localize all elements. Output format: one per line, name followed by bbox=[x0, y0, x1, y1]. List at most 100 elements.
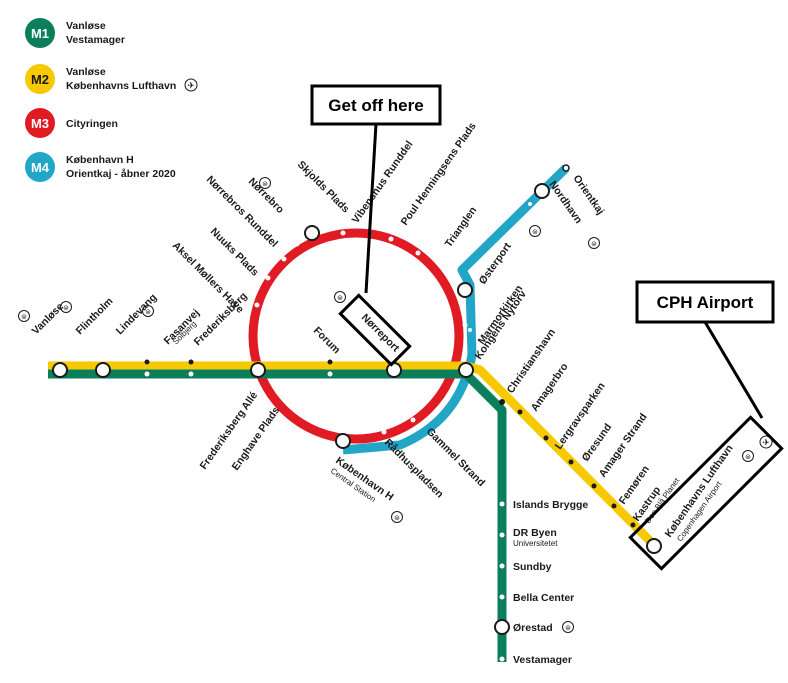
station-forum-dot-2 bbox=[327, 371, 333, 377]
label-flintholm: Flintholm bbox=[74, 295, 116, 337]
label-forum: Forum bbox=[311, 325, 343, 357]
station-vestamager-dot[interactable] bbox=[499, 656, 505, 662]
svg-text:⊜: ⊜ bbox=[337, 294, 343, 302]
station-gammel-strand-dot[interactable] bbox=[410, 417, 416, 423]
label-kongens-nytorv: Kongens Nytorv bbox=[473, 288, 529, 361]
station-orestad-marker[interactable] bbox=[494, 619, 510, 635]
svg-text:⊜: ⊜ bbox=[745, 453, 751, 461]
legend-m4-line2: Orientkaj - åbner 2020 bbox=[66, 168, 176, 180]
station-kobenhavn-h-marker[interactable] bbox=[335, 433, 351, 449]
line-m2 bbox=[48, 361, 659, 550]
station-frederiksberg-marker[interactable] bbox=[250, 362, 266, 378]
svg-text:⊜: ⊜ bbox=[565, 624, 571, 632]
svg-text:M3: M3 bbox=[31, 116, 49, 131]
legend-badge-m3: M3 bbox=[25, 108, 55, 138]
label-amagerbro: Amagerbro bbox=[529, 361, 571, 414]
label-bella-center: Bella Center bbox=[513, 592, 574, 604]
legend-badge-m1: M1 bbox=[25, 18, 55, 48]
legend-badge-m4: M4 bbox=[25, 152, 55, 182]
label-orestad: Ørestad bbox=[513, 622, 553, 634]
station-trianglen-dot[interactable] bbox=[415, 250, 421, 256]
train-icon-nordhavn: ⊜ bbox=[588, 237, 600, 249]
svg-text:M4: M4 bbox=[31, 160, 50, 175]
svg-text:⊜: ⊜ bbox=[63, 304, 69, 312]
airplane-icon-lufthavn: ✈ bbox=[759, 435, 773, 449]
callout-airport-label: CPH Airport bbox=[657, 293, 754, 312]
station-skjolds-plads-marker[interactable] bbox=[304, 225, 320, 241]
station-forum-dot[interactable] bbox=[327, 359, 333, 365]
station-islands-brygge-dot[interactable] bbox=[499, 501, 505, 507]
station-flintholm-marker[interactable] bbox=[95, 362, 111, 378]
station-m4-dot-2 bbox=[528, 202, 532, 206]
callout-get-off-here: Get off here bbox=[310, 84, 442, 367]
station-dots bbox=[144, 202, 636, 662]
station-lindevang-dot-2 bbox=[144, 371, 150, 377]
station-lergravsparken-dot[interactable] bbox=[543, 435, 549, 441]
legend-m3-line1: Cityringen bbox=[66, 118, 118, 130]
train-icon-orestad: ⊜ bbox=[562, 621, 574, 633]
station-amagerbro-dot[interactable] bbox=[517, 409, 523, 415]
station-norrebros-runddel-dot[interactable] bbox=[281, 256, 287, 262]
station-oresund-dot[interactable] bbox=[568, 459, 574, 465]
label-islands-brygge: Islands Brygge bbox=[513, 499, 588, 511]
station-christianshavn-dot[interactable] bbox=[499, 399, 505, 405]
label-vestamager: Vestamager bbox=[513, 654, 572, 666]
svg-text:⊜: ⊜ bbox=[145, 308, 151, 316]
station-amager-strand-dot[interactable] bbox=[591, 483, 597, 489]
station-lufthavn-marker[interactable] bbox=[646, 538, 662, 554]
line-m3-cityringen bbox=[248, 228, 464, 444]
svg-text:M1: M1 bbox=[31, 26, 49, 41]
train-icon-vanlose: ⊜ bbox=[18, 310, 30, 322]
train-icon-lufthavn: ⊜ bbox=[742, 450, 754, 462]
svg-text:⊜: ⊜ bbox=[262, 180, 268, 188]
train-icon-norreport: ⊜ bbox=[334, 291, 346, 303]
station-frederiksberg-alle-dot[interactable] bbox=[261, 405, 267, 411]
legend-m4-line1: København H bbox=[66, 154, 134, 166]
station-vibenshus-runddel-dot[interactable] bbox=[340, 230, 346, 236]
line-m4 bbox=[342, 164, 570, 455]
station-m4-dot-1 bbox=[468, 328, 472, 332]
station-aksel-mollers-have-dot[interactable] bbox=[254, 302, 260, 308]
svg-text:M2: M2 bbox=[31, 72, 49, 87]
label-trianglen: Trianglen bbox=[443, 205, 480, 250]
station-orientkaj-marker[interactable] bbox=[562, 164, 570, 172]
station-kastrup-dot[interactable] bbox=[630, 522, 636, 528]
station-radhuspladsen-dot[interactable] bbox=[381, 429, 387, 435]
train-icon-fasanvej: ⊜ bbox=[142, 305, 154, 317]
station-norrebro-dot[interactable] bbox=[294, 241, 300, 247]
station-sundby-dot[interactable] bbox=[499, 563, 505, 569]
svg-text:⊜: ⊜ bbox=[21, 313, 27, 321]
train-icon-flintholm: ⊜ bbox=[60, 301, 72, 313]
station-dr-byen-dot[interactable] bbox=[499, 532, 505, 538]
station-poul-henningsens-plads-dot[interactable] bbox=[388, 236, 394, 242]
station-marmorkirken-dot[interactable] bbox=[462, 322, 468, 328]
legend-m2-line2: Københavns Lufthavn bbox=[66, 80, 176, 92]
label-dr-byen: DR Byen bbox=[513, 527, 557, 539]
svg-text:⊜: ⊜ bbox=[532, 228, 538, 236]
legend-m1-line1: Vanløse bbox=[66, 20, 106, 32]
label-frederiksberg-alle: Frederiksberg Allé bbox=[198, 389, 261, 471]
airplane-icon: ✈ bbox=[184, 78, 198, 92]
station-osterport-marker[interactable] bbox=[457, 282, 473, 298]
station-lindevang-dot[interactable] bbox=[144, 359, 150, 365]
station-nuuks-plads-dot[interactable] bbox=[265, 275, 271, 281]
label-sundby: Sundby bbox=[513, 561, 552, 573]
station-bella-center-dot[interactable] bbox=[499, 594, 505, 600]
callout-get-off-label: Get off here bbox=[328, 96, 423, 115]
station-kongens-nytorv-marker[interactable] bbox=[458, 362, 474, 378]
station-nordhavn-marker[interactable] bbox=[534, 183, 550, 199]
station-femoren-dot[interactable] bbox=[611, 503, 617, 509]
legend-m2-line1: Vanløse bbox=[66, 66, 106, 78]
station-vanlose-marker[interactable] bbox=[52, 362, 68, 378]
station-enghave-plads-dot[interactable] bbox=[281, 421, 287, 427]
station-fasanvej-dot[interactable] bbox=[188, 359, 194, 365]
train-icon-osterport: ⊜ bbox=[529, 225, 541, 237]
train-icon-norrebro: ⊜ bbox=[259, 177, 271, 189]
legend-m1-line2: Vestamager bbox=[66, 34, 125, 46]
interchange-stations bbox=[52, 164, 662, 635]
station-norreport-marker[interactable] bbox=[386, 362, 402, 378]
legend: M1 Vanløse Vestamager M2 Vanløse Københa… bbox=[25, 18, 198, 182]
label-skjolds-plads: Skjolds Plads bbox=[295, 159, 352, 216]
label-nuuks-plads: Nuuks Plads bbox=[208, 226, 261, 279]
